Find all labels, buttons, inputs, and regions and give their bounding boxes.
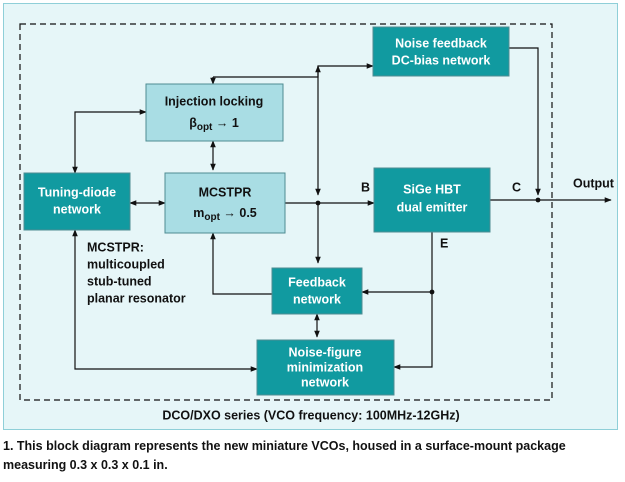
note-line-1: MCSTPR: bbox=[87, 240, 144, 254]
noise-figure-label-3: network bbox=[301, 375, 349, 389]
node-label-b: B bbox=[361, 180, 370, 194]
junction-b bbox=[315, 200, 321, 206]
tuning-diode-block: Tuning-diode network bbox=[23, 172, 131, 231]
injection-locking-label: Injection locking bbox=[165, 94, 264, 108]
sige-hbt-label-2: dual emitter bbox=[397, 200, 468, 214]
sige-hbt-block: SiGe HBT dual emitter bbox=[373, 167, 491, 233]
caption-line-2: measuring 0.3 x 0.3 x 0.1 in. bbox=[3, 458, 168, 472]
junction-e bbox=[429, 289, 435, 295]
note-line-3: stub-tuned bbox=[87, 274, 152, 288]
feedback-label-2: network bbox=[293, 292, 341, 306]
note-line-4: planar resonator bbox=[87, 291, 186, 305]
mcstpr-formula: mopt → 0.5 bbox=[193, 206, 257, 222]
figure-caption: 1. This block diagram represents the new… bbox=[3, 437, 618, 475]
injection-locking-block: Injection locking βopt → 1 bbox=[145, 83, 284, 142]
wire-tuning-noise-figure bbox=[72, 229, 258, 372]
junction-dots bbox=[315, 197, 541, 295]
tuning-diode-label-2: network bbox=[53, 202, 101, 216]
mcstpr-block: MCSTPR mopt → 0.5 bbox=[164, 172, 286, 234]
noise-feedback-label-2: DC-bias network bbox=[392, 53, 491, 67]
junction-c bbox=[535, 197, 541, 203]
wire-emitter-noise-figure bbox=[393, 292, 433, 370]
noise-figure-label-2: minimization bbox=[287, 360, 363, 374]
noise-figure-label-1: Noise-figure bbox=[289, 345, 362, 359]
feedback-network-block: Feedback network bbox=[271, 267, 363, 315]
wire-emitter-feedback bbox=[361, 232, 433, 295]
wire-top-to-noise-feedback bbox=[213, 63, 374, 78]
injection-locking-formula: βopt → 1 bbox=[189, 116, 239, 132]
wire-feedback-mcstpr bbox=[210, 232, 272, 295]
package-boundary bbox=[19, 23, 553, 401]
sige-hbt-label-1: SiGe HBT bbox=[403, 182, 461, 196]
signal-lines bbox=[72, 47, 612, 372]
feedback-label-1: Feedback bbox=[288, 275, 346, 289]
tuning-diode-label-1: Tuning-diode bbox=[38, 185, 116, 199]
mcstpr-note: MCSTPR: multicoupled stub-tuned planar r… bbox=[87, 240, 186, 305]
series-label: DCO/DXO series (VCO frequency: 100MHz-12… bbox=[162, 408, 459, 422]
wire-noise-feedback-to-c bbox=[509, 47, 541, 196]
node-label-e: E bbox=[440, 236, 448, 250]
output-label: Output bbox=[573, 176, 615, 190]
mcstpr-label: MCSTPR bbox=[199, 185, 252, 199]
node-label-c: C bbox=[512, 180, 521, 194]
noise-feedback-label-1: Noise feedback bbox=[395, 36, 487, 50]
noise-figure-block: Noise-figure minimization network bbox=[256, 339, 395, 396]
wire-injection-tuning bbox=[72, 109, 147, 174]
noise-feedback-block: Noise feedback DC-bias network bbox=[372, 26, 510, 77]
block-diagram: Noise feedback DC-bias network Injection… bbox=[19, 23, 615, 422]
caption-line-1: 1. This block diagram represents the new… bbox=[3, 439, 566, 453]
note-line-2: multicoupled bbox=[87, 257, 165, 271]
